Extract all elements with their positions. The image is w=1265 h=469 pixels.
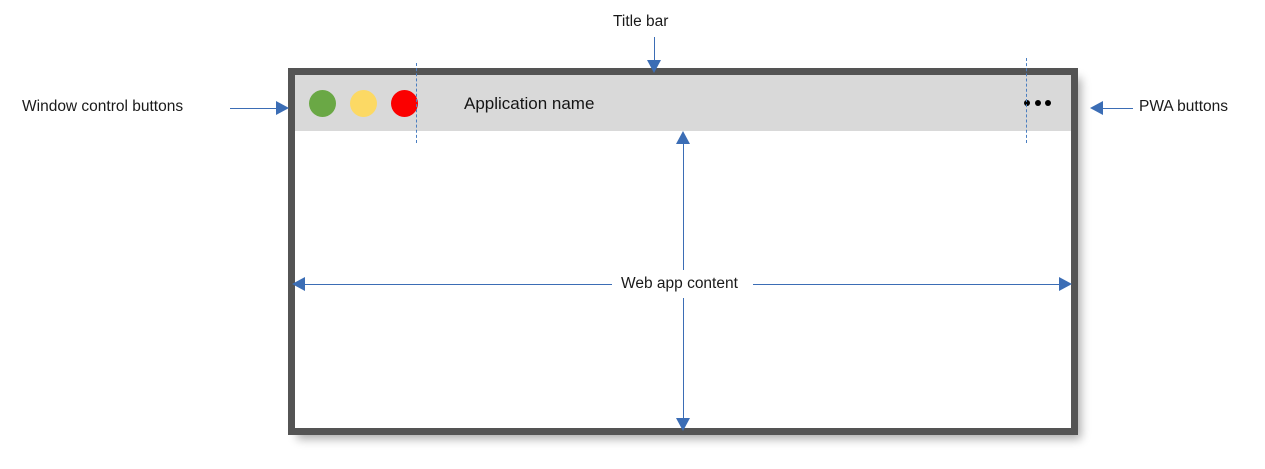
application-name-title: Application name xyxy=(464,93,595,113)
annotation-label-pwa-buttons: PWA buttons xyxy=(1139,98,1229,115)
dimension-arrowhead-content-top xyxy=(676,131,690,144)
leader-line-window-controls xyxy=(230,108,278,109)
dimension-line-content-width-left xyxy=(303,284,613,285)
leader-line-title-bar xyxy=(654,37,655,63)
title-bar[interactable]: Application name xyxy=(295,75,1071,131)
dimension-line-content-width-right xyxy=(753,284,1061,285)
annotation-label-window-controls: Window control buttons xyxy=(22,98,184,115)
annotation-label-web-app-content: Web app content xyxy=(612,276,747,292)
leader-arrowhead-pwa-buttons xyxy=(1090,101,1103,115)
ellipsis-dot xyxy=(1034,100,1041,106)
dimension-arrowhead-content-bottom xyxy=(676,418,690,431)
guide-line-pwa-buttons-boundary xyxy=(1026,58,1027,143)
dimension-line-content-height-top xyxy=(683,142,684,270)
dimension-arrowhead-content-left xyxy=(292,277,305,291)
dimension-line-content-height-bottom xyxy=(683,298,684,420)
ellipsis-dot xyxy=(1024,100,1030,106)
leader-arrowhead-window-controls xyxy=(276,101,289,115)
guide-line-window-controls-boundary xyxy=(416,63,417,143)
close-button[interactable] xyxy=(391,89,418,117)
pwa-menu-ellipsis-icon[interactable] xyxy=(1024,100,1051,106)
leader-arrowhead-title-bar xyxy=(647,60,661,73)
annotation-label-title-bar: Title bar xyxy=(613,13,669,30)
dimension-arrowhead-content-right xyxy=(1059,277,1072,291)
window-control-buttons xyxy=(309,89,418,117)
ellipsis-dot xyxy=(1045,100,1051,106)
minimize-button[interactable] xyxy=(309,89,336,117)
maximize-button[interactable] xyxy=(350,89,377,117)
leader-line-pwa-buttons xyxy=(1103,108,1133,109)
